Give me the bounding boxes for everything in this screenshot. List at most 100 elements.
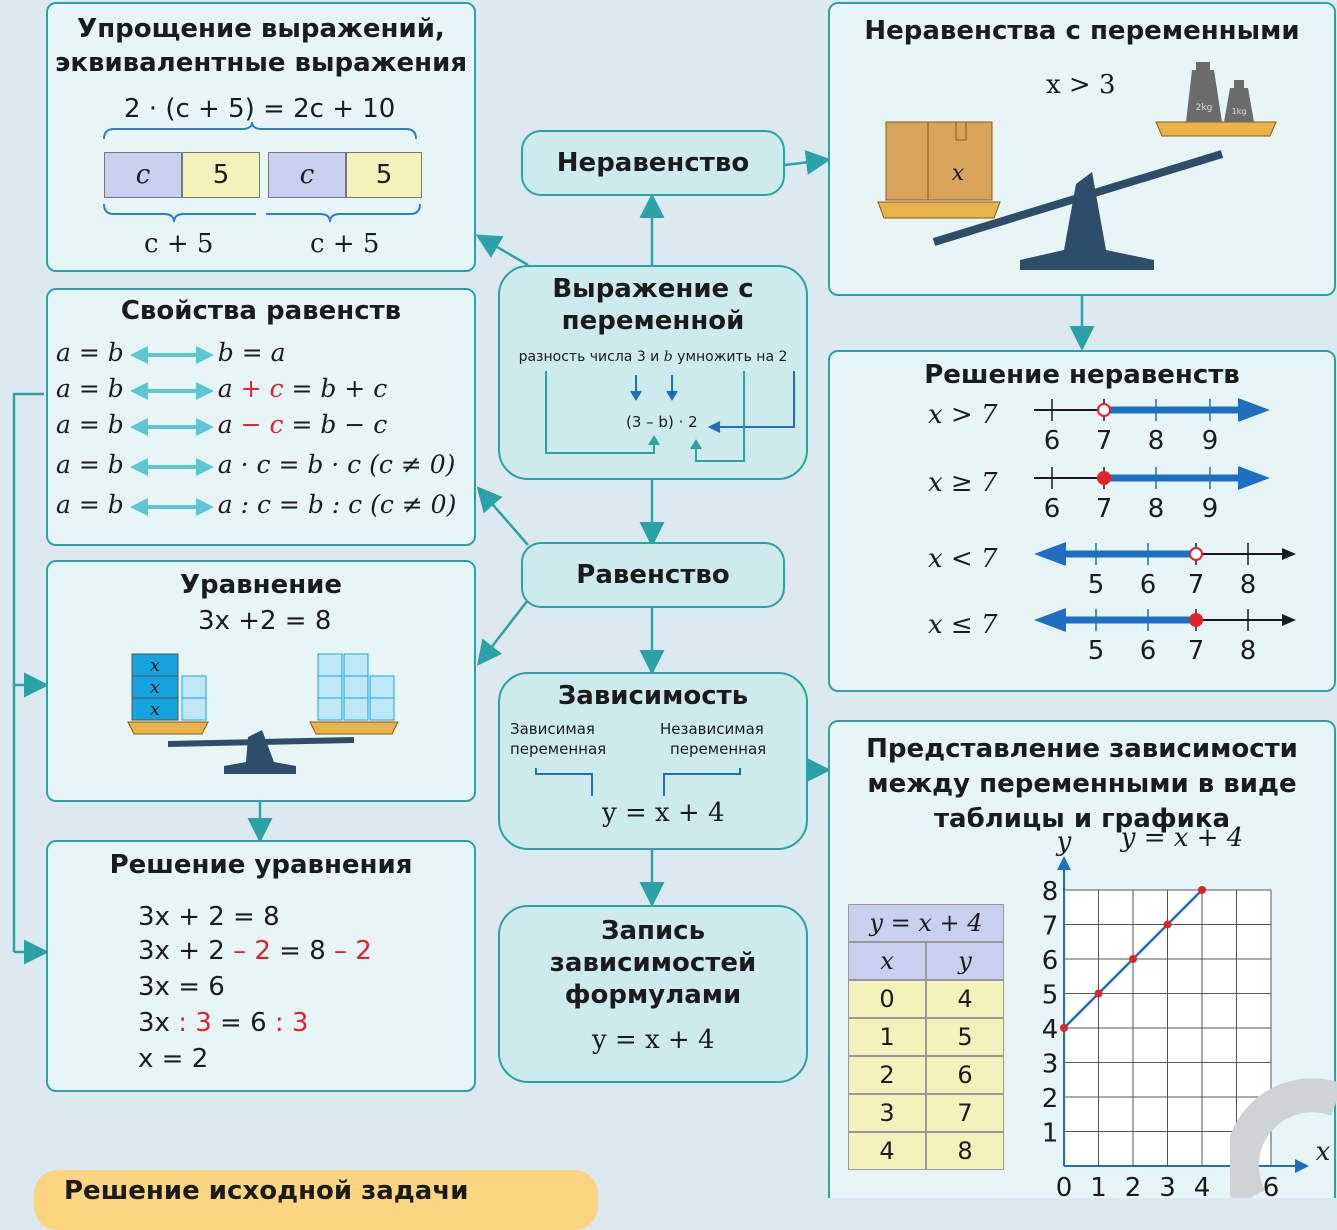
representation-title-1: Представление зависимости — [866, 734, 1298, 764]
tick-label: 9 — [1201, 494, 1219, 524]
cell-c-1: c — [104, 152, 182, 198]
y-tick-label: 1 — [1042, 1119, 1059, 1149]
data-point — [1163, 920, 1172, 929]
dependent-label-2: переменная — [510, 740, 607, 758]
balance-scale: x 2kg 1kg — [877, 62, 1277, 270]
decorative-arc — [1230, 1078, 1337, 1198]
solving-line-5: x = 2 — [138, 1044, 209, 1074]
formulas-line-3: формулами — [564, 980, 742, 1010]
dependence-title: Зависимость — [557, 681, 749, 711]
block-x-1: x — [150, 655, 160, 676]
properties-title: Свойства равенств — [120, 296, 402, 326]
tick-label: 7 — [1095, 494, 1113, 524]
table-cell-y: 6 — [926, 1056, 1004, 1094]
box-var: x — [952, 161, 965, 186]
x-tick-label: 3 — [1159, 1173, 1176, 1200]
number-line — [1034, 398, 1270, 422]
solving-box: Решение уравнения 3x + 2 = 8 3x + 2 – 2 … — [46, 840, 476, 1092]
tick-label: 8 — [1239, 570, 1257, 600]
x-tick-label: 4 — [1194, 1173, 1211, 1200]
equation-scale: x x x — [127, 653, 399, 774]
block-x-3: x — [150, 699, 160, 720]
inequality-label: Неравенство — [556, 148, 750, 178]
x-axis-label: x — [1316, 1137, 1331, 1167]
double-arrow-icon — [129, 497, 214, 516]
representation-box: Представление зависимости между переменн… — [828, 720, 1336, 1200]
simplify-title-1: Упрощение выражений, — [77, 14, 445, 44]
tick-label: 8 — [1147, 494, 1165, 524]
table-cell-x: 2 — [848, 1056, 926, 1094]
independent-label-2: переменная — [670, 740, 767, 758]
expression-arrows — [545, 371, 795, 462]
data-point — [1060, 1024, 1068, 1032]
simplify-title-2: эквивалентные выражения — [54, 48, 468, 78]
expression-title-1: Выражение с — [552, 274, 754, 304]
x-tick-label: 6 — [1263, 1173, 1280, 1200]
expression-note: разность числа 3 и b умножить на 2 — [518, 349, 788, 365]
tick-label: 7 — [1187, 636, 1205, 666]
ineq-label: x < 7 — [928, 544, 998, 574]
tick-label: 6 — [1043, 494, 1061, 524]
number-line — [1034, 608, 1296, 632]
y-tick-label: 7 — [1042, 912, 1059, 942]
tick-label: 8 — [1239, 636, 1257, 666]
tick-label: 7 — [1095, 426, 1113, 456]
formulas-line-1: Запись — [600, 916, 706, 946]
cell-5-1: 5 — [182, 152, 260, 198]
solving-line-1: 3x + 2 = 8 — [138, 902, 280, 932]
tick-label: 5 — [1087, 570, 1105, 600]
brace-lines — [103, 121, 421, 223]
tick-label: 6 — [1139, 570, 1157, 600]
x-tick-label: 2 — [1125, 1173, 1142, 1200]
y-tick-label: 8 — [1042, 877, 1059, 907]
ineq-label: x ≤ 7 — [928, 610, 998, 640]
equation-box: Уравнение 3x +2 = 8 x x x — [46, 560, 476, 802]
x-axis-arrow — [1295, 1159, 1309, 1173]
representation-title-3: таблицы и графика — [933, 804, 1231, 834]
table-header: y = x + 4 — [848, 904, 1004, 942]
table-col-x: x — [848, 942, 926, 980]
solving-line-4: 3x : 3 = 6 : 3 — [138, 1008, 309, 1038]
tick-label: 9 — [1201, 426, 1219, 456]
weight-2kg: 2kg — [1196, 103, 1213, 113]
left-connector — [12, 392, 44, 952]
arrow-to-equation — [476, 599, 529, 666]
arrow-to-properties — [476, 486, 529, 546]
table-cell-y: 5 — [926, 1018, 1004, 1056]
arrow-to-ineq-vars — [784, 150, 831, 175]
simplify-formula: 2 · (c + 5) = 2c + 10 — [124, 94, 396, 124]
representation-title-2: между переменными в виде — [867, 769, 1297, 799]
expression-title-2: переменной — [561, 306, 745, 336]
table-cell-x: 1 — [848, 1018, 926, 1056]
equality-label: Равенство — [576, 560, 730, 590]
data-point — [1094, 989, 1103, 998]
y-axis-label: y — [1056, 827, 1072, 857]
table-cell-x: 3 — [848, 1094, 926, 1132]
tick-label: 6 — [1043, 426, 1061, 456]
solving-line-3: 3x = 6 — [138, 972, 225, 1002]
formulas-formula: y = x + 4 — [592, 1025, 715, 1055]
y-tick-label: 2 — [1042, 1084, 1059, 1114]
formulas-line-2: зависимостей — [549, 948, 757, 978]
solving-title: Решение уравнения — [109, 850, 413, 880]
equation-title: Уравнение — [179, 570, 343, 600]
dependence-lines — [535, 768, 741, 796]
tick-label: 5 — [1087, 636, 1105, 666]
bottom-badge: Решение исходной задачи — [34, 1170, 598, 1230]
table-cell-x: 0 — [848, 980, 926, 1018]
x-tick-label: 0 — [1056, 1173, 1073, 1200]
dependent-label-1: Зависимая — [510, 720, 595, 738]
cell-5-2: 5 — [346, 152, 422, 198]
table-cell-x: 4 — [848, 1132, 926, 1170]
table-cell-y: 7 — [926, 1094, 1004, 1132]
ineq-label: x > 7 — [928, 400, 998, 430]
data-point — [1198, 886, 1206, 894]
table-col-y: y — [926, 942, 1004, 980]
y-tick-label: 3 — [1042, 1050, 1059, 1080]
